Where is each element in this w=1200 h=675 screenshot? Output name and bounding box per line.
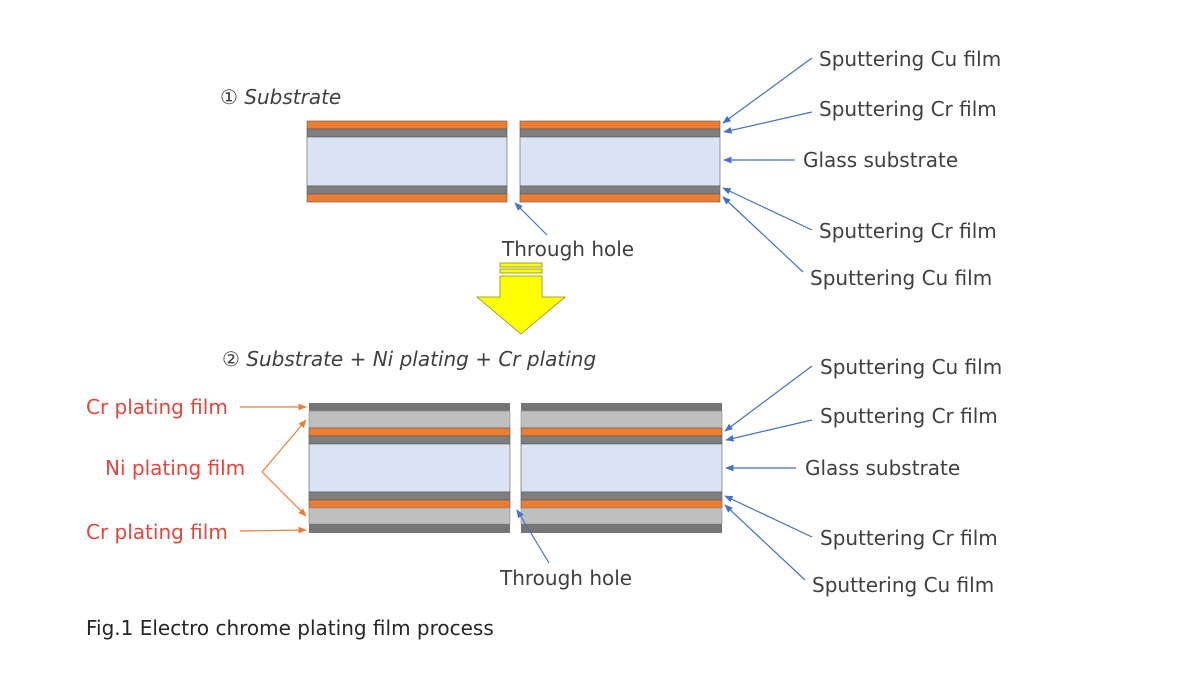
step2-right-bottom-cu-layer xyxy=(520,499,723,509)
step2-leader-top-ni-plating xyxy=(261,419,307,473)
step2-right-bottom-ni-plating xyxy=(520,507,723,525)
step2-right-bottom-cr-layer xyxy=(520,491,723,501)
step2-label-bottom-cr-plating: Cr plating film xyxy=(86,520,228,544)
step2-label-ni-plating: Ni plating film xyxy=(105,456,245,480)
process-arrow-stripe-1 xyxy=(499,262,543,268)
step1-label-bottom-cu: Sputtering Cu film xyxy=(810,266,992,290)
step2-left-bottom-ni-plating xyxy=(308,507,511,525)
step1-right-bottom-cu-layer xyxy=(519,193,721,203)
step2-through-hole-label: Through hole xyxy=(499,566,632,590)
step2-leader-through-hole xyxy=(516,509,550,564)
step1-leader-top-cr xyxy=(723,111,813,134)
step2-left-top-cr-plating xyxy=(309,403,510,411)
step1-right-glass-layer xyxy=(519,136,721,187)
step2-left-glass-layer xyxy=(308,443,511,493)
step2-left-top-ni-plating xyxy=(308,410,511,429)
step2-leader-bottom-cu xyxy=(724,504,806,581)
step1-title: ① Substrate xyxy=(220,85,341,109)
process-arrow xyxy=(475,262,567,335)
step2-right-leader-lines xyxy=(516,365,813,581)
step2-right-bottom-cr-plating xyxy=(521,524,722,533)
step2-right-glass-layer xyxy=(520,443,723,493)
step2-leader-top-cu xyxy=(724,365,813,432)
step1-leader-bottom-cu xyxy=(722,196,804,273)
step2-right-top-ni-plating xyxy=(520,410,723,429)
step2-left-bottom-cr-layer xyxy=(308,491,511,501)
step1-left-top-cu-layer xyxy=(306,120,508,130)
step2-left-leader-lines xyxy=(239,403,307,534)
step2-right-top-cu-layer xyxy=(520,427,723,437)
step2-right-top-cr-plating xyxy=(521,403,722,411)
step2-label-bottom-cr: Sputtering Cr film xyxy=(820,526,998,550)
step1-leader-top-cu xyxy=(722,57,813,124)
step2-leader-bottom-cr-plating xyxy=(239,526,307,534)
step2-plated-stack xyxy=(308,403,723,533)
step2-title: ② Substrate + Ni plating + Cr plating xyxy=(222,347,596,371)
step2-left-bottom-cr-plating xyxy=(309,524,510,533)
step2-label-top-cr: Sputtering Cr film xyxy=(820,404,998,428)
figure-caption: Fig.1 Electro chrome plating film proces… xyxy=(86,616,494,640)
step2-right-top-cr-layer xyxy=(520,435,723,445)
step1-leader-through-hole xyxy=(514,202,548,236)
step1-label-top-cr: Sputtering Cr film xyxy=(819,97,997,121)
step2-left-top-cu-layer xyxy=(308,427,511,437)
step2-label-glass: Glass substrate xyxy=(805,456,960,480)
step2-left-top-cr-layer xyxy=(308,435,511,445)
step2-label-top-cr-plating: Cr plating film xyxy=(86,395,228,419)
step2-leader-top-cr xyxy=(725,419,813,442)
step1-right-bottom-cr-layer xyxy=(519,185,721,195)
step1-right-top-cu-layer xyxy=(519,120,721,130)
step1-substrate-stack xyxy=(306,120,721,203)
step1-leader-bottom-cr xyxy=(722,187,813,231)
step1-left-bottom-cu-layer xyxy=(306,193,508,203)
step1-through-hole-label: Through hole xyxy=(501,237,634,261)
step1-left-top-cr-layer xyxy=(306,128,508,138)
step1-label-bottom-cr: Sputtering Cr film xyxy=(819,219,997,243)
step2-leader-bottom-cr xyxy=(724,495,813,538)
step2-label-top-cu: Sputtering Cu film xyxy=(820,355,1002,379)
step2-label-bottom-cu: Sputtering Cu film xyxy=(812,573,994,597)
step2-leader-bottom-ni-plating xyxy=(261,471,307,517)
step2-left-bottom-cu-layer xyxy=(308,499,511,509)
step1-label-glass: Glass substrate xyxy=(803,148,958,172)
process-arrow-down-icon xyxy=(475,275,567,335)
step1-left-bottom-cr-layer xyxy=(306,185,508,195)
step1-leader-lines xyxy=(514,57,813,273)
step1-left-glass-layer xyxy=(306,136,508,187)
step1-right-top-cr-layer xyxy=(519,128,721,138)
step1-label-top-cu: Sputtering Cu film xyxy=(819,47,1001,71)
process-arrow-stripe-2 xyxy=(499,268,543,274)
